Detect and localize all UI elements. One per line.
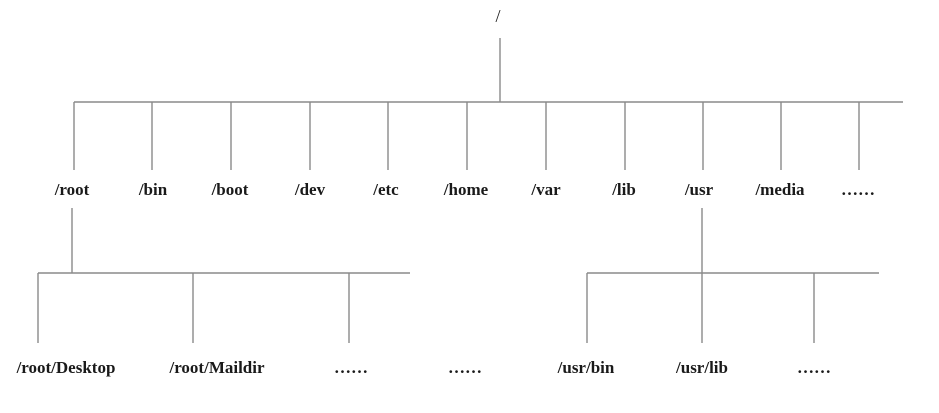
node-label-dev: /dev [294,180,326,199]
node-label-usr-lib: /usr/lib [675,358,728,377]
node-label-var: /var [530,180,561,199]
node-label-root: /root [54,180,90,199]
node-label-boot: /boot [211,180,249,199]
node-label-media: /media [754,180,805,199]
node-label-root-more-2: …… [448,358,482,377]
node-label-more: …… [841,180,875,199]
node-label-bin: /bin [138,180,168,199]
node-label-root-more: …… [334,358,368,377]
node-label-usr-more: …… [797,358,831,377]
node-label-home: /home [443,180,489,199]
node-label-etc: /etc [372,180,399,199]
node-label-lib: /lib [611,180,636,199]
root-node-label: / [495,6,500,26]
node-label-root-maildir: /root/Maildir [168,358,265,377]
node-label-usr-bin: /usr/bin [557,358,615,377]
node-label-usr: /usr [684,180,714,199]
node-label-root-desktop: /root/Desktop [16,358,116,377]
